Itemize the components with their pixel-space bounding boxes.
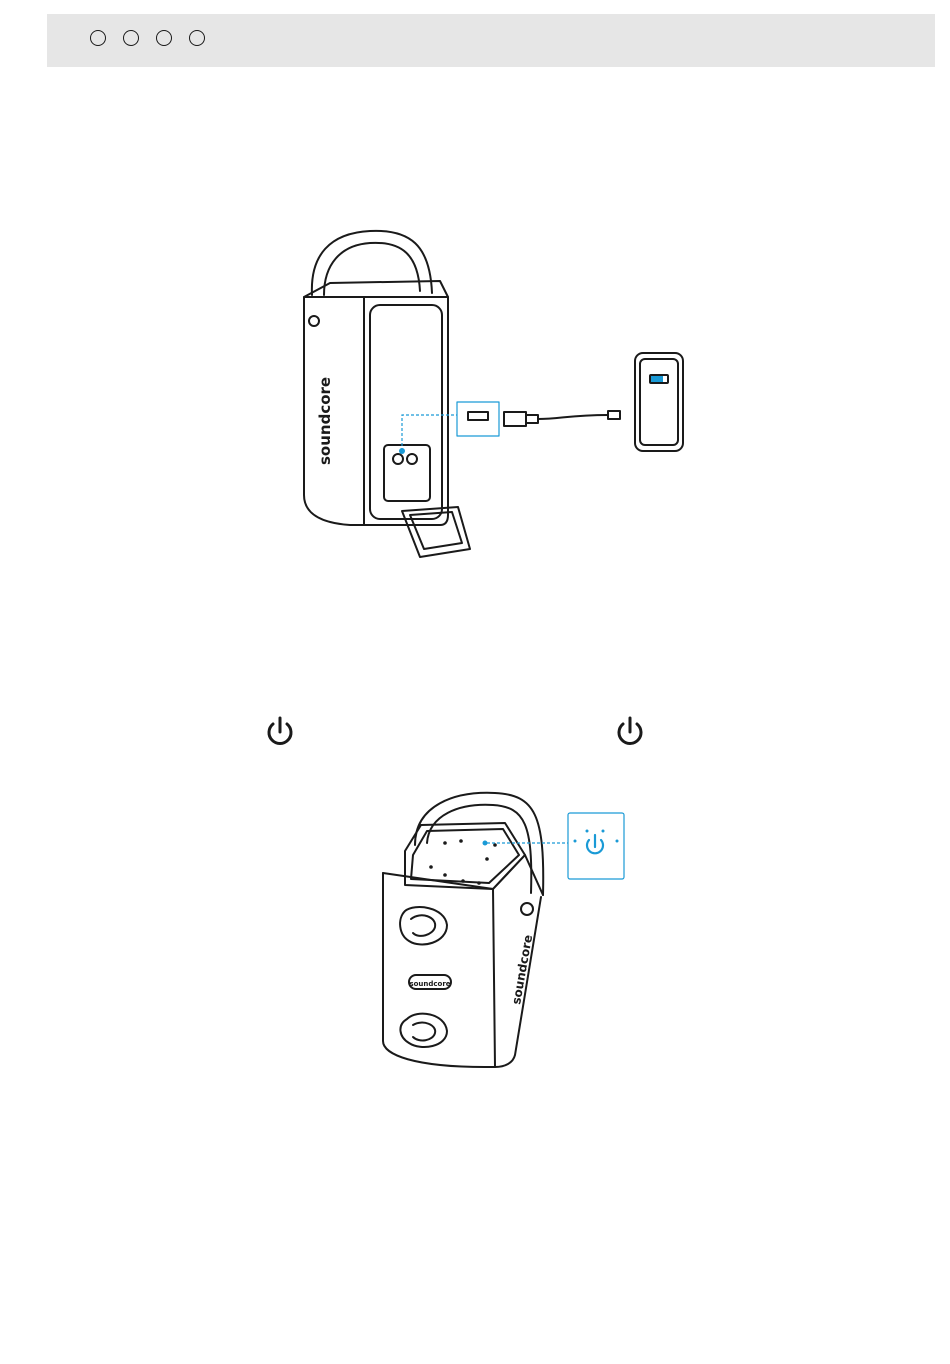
language-circle-icon bbox=[156, 30, 172, 46]
language-circle-icon bbox=[123, 30, 139, 46]
brand-logo-front: soundcore bbox=[409, 980, 450, 988]
power-button-indicator bbox=[483, 841, 488, 846]
language-circle-icon bbox=[90, 30, 106, 46]
power-icon bbox=[587, 835, 603, 853]
brand-logo-side: soundcore bbox=[316, 377, 334, 465]
brand-logo-side: soundcore bbox=[509, 934, 535, 1006]
power-icon bbox=[614, 716, 646, 750]
language-indicators bbox=[90, 30, 205, 46]
language-circle-icon bbox=[189, 30, 205, 46]
charging-illustration: soundcore bbox=[290, 225, 700, 565]
power-on-illustration: soundcore soundcore bbox=[375, 785, 635, 1075]
usb-port-indicator bbox=[399, 448, 405, 454]
power-icon bbox=[264, 716, 296, 750]
battery-fill bbox=[651, 376, 663, 382]
